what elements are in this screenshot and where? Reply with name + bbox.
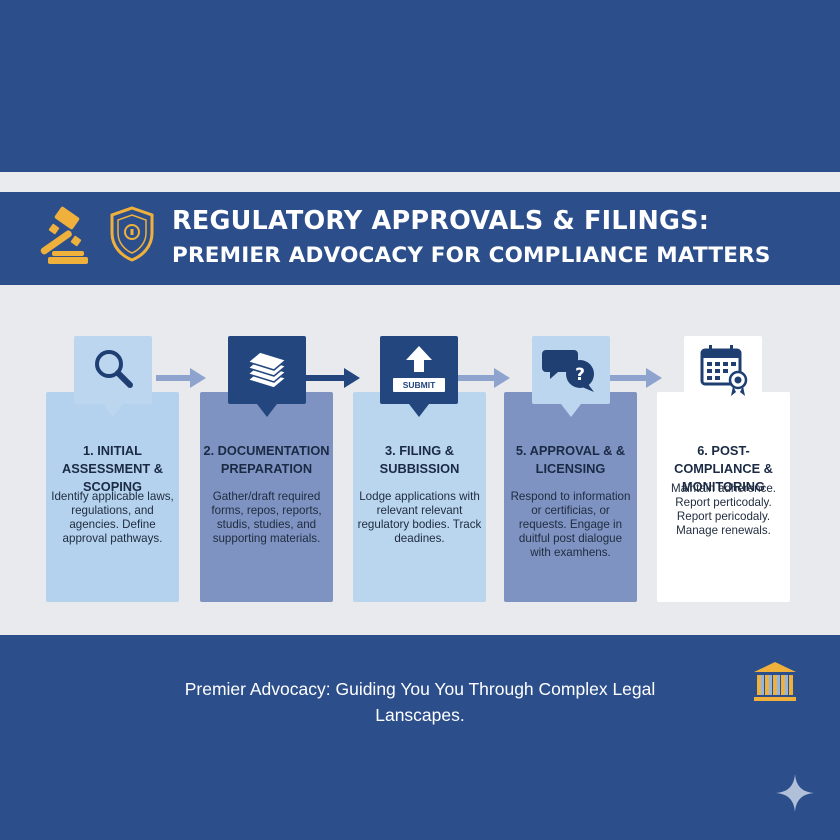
step-description: Lodge applications with relevant relevan… (357, 490, 482, 545)
arrow-4-icon (610, 368, 662, 388)
step-card-3: 3. FILING & SUBBISSION Lodge application… (353, 392, 486, 602)
arrow-3-icon (458, 368, 510, 388)
step-description: Identify applicable laws, regulations, a… (51, 490, 174, 545)
step-icon-box-2 (228, 336, 306, 417)
step-card-2: 2. DOCUMENTATION PREPARATION Gather/draf… (200, 392, 333, 602)
document-stack-icon (246, 351, 288, 389)
title-line-1: REGULATORY APPROVALS & FILINGS: (172, 206, 710, 236)
top-band (0, 0, 840, 172)
step-description: Respond to information or certificias, o… (510, 490, 631, 559)
arrow-2-icon (306, 368, 360, 388)
step-title: 2. DOCUMENTATION PREPARATION (203, 443, 330, 476)
building-columns-icon (754, 662, 796, 701)
svg-text:?: ? (575, 365, 585, 385)
step-title: 6. POST-COMPLIANCE & MONITORING (674, 443, 773, 494)
footer-band (0, 635, 840, 840)
step-title: 1. INITIAL ASSESSMENT & SCOPING (62, 443, 163, 494)
title-line-2: PREMIER ADVOCACY FOR COMPLIANCE MATTERS (172, 243, 771, 268)
step-card-5: 6. POST-COMPLIANCE & MONITORING Maintain… (657, 392, 790, 602)
step-icon-box-1 (74, 336, 152, 417)
step-icon-box-5 (684, 336, 762, 417)
calendar-badge-icon (700, 345, 748, 396)
step-title: 3. FILING & SUBBISSION (379, 443, 460, 476)
sparkle-icon (776, 774, 814, 812)
footer-tagline: Premier Advocacy: Guiding You You Throug… (184, 679, 656, 725)
magnifier-icon (95, 350, 133, 388)
step-title: 5. APPROVAL & & LICENSING (515, 443, 626, 476)
step-card-1: 1. INITIAL ASSESSMENT & SCOPING Identify… (46, 392, 179, 602)
chat-question-icon: ? (542, 350, 594, 392)
arrow-1-icon (156, 368, 206, 388)
step-icon-box-4: ? (532, 336, 610, 417)
step-description: Maintain adherence. Report perticodaly. … (670, 482, 777, 537)
submit-label: SUBMIT (393, 378, 445, 392)
shield-icon (110, 206, 154, 262)
step-icon-box-3: SUBMIT (380, 336, 458, 417)
step-description: Gather/draft required forms, repos, repo… (211, 490, 322, 545)
step-card-4: 5. APPROVAL & & LICENSING Respond to inf… (504, 392, 637, 602)
gavel-icon (40, 206, 88, 264)
separator-band (0, 172, 840, 192)
page-title: REGULATORY APPROVALS & FILINGS: PREMIER … (172, 204, 822, 272)
upload-submit-icon (406, 346, 432, 372)
